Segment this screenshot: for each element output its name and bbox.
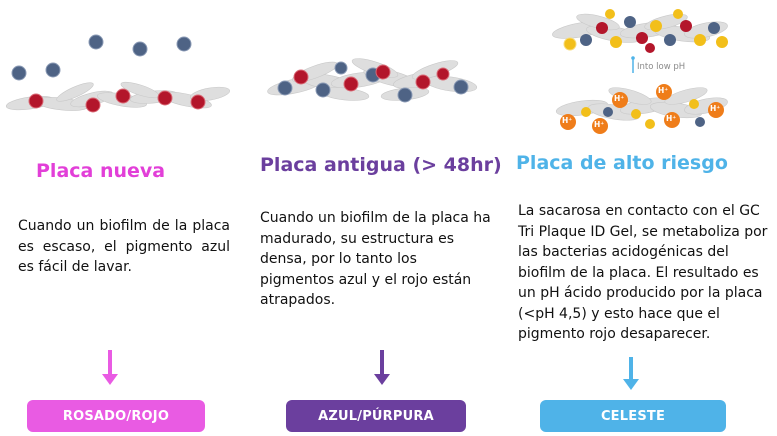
column-description: Cuando un biofilm de la placa es escaso,… [18, 218, 230, 275]
mixed-pigment-particles [563, 9, 728, 53]
hydrogen-ion-particles [560, 84, 724, 134]
column-placa-nueva: Placa nueva Cuando un biofilm de la plac… [0, 0, 250, 436]
column-description: Cuando un biofilm de la placa ha madurad… [260, 210, 491, 308]
column-title: Placa de alto riesgo [516, 152, 728, 174]
ion-label: H⁺ [614, 94, 625, 103]
blue-pigment-particles [11, 34, 192, 81]
ion-label: H⁺ [666, 114, 677, 123]
ion-label: H⁺ [594, 120, 605, 129]
result-badge: CELESTE [540, 400, 726, 432]
down-arrow-icon [102, 350, 118, 385]
red-pigment-particles [28, 88, 206, 113]
blue-pigment-particles [277, 61, 469, 103]
column-description: La sacarosa en contacto con el GC Tri Pl… [518, 203, 768, 342]
column-placa-antigua: Placa antigua (> 48hr) Cuando un biofilm… [255, 0, 505, 436]
ion-label: H⁺ [710, 104, 721, 113]
down-arrow-icon [374, 350, 390, 385]
column-title: Placa antigua (> 48hr) [260, 154, 502, 176]
red-pigment-particles [293, 64, 450, 92]
illustration-label: Into low pH [637, 62, 686, 72]
column-title: Placa nueva [36, 160, 166, 182]
old-plaque-illustration [267, 58, 478, 103]
result-badge: ROSADO/ROJO [27, 400, 205, 432]
result-badge: AZUL/PÚRPURA [286, 400, 466, 432]
column-placa-alto-riesgo: Into low pH H⁺ H⁺ H⁺ H⁺ H⁺ H⁺ Placa de a… [510, 0, 777, 436]
ion-label: H⁺ [658, 86, 669, 95]
new-plaque-illustration [5, 34, 231, 113]
ion-label: H⁺ [562, 116, 573, 125]
high-risk-plaque-illustration [552, 9, 728, 134]
down-arrow-icon [623, 357, 639, 390]
